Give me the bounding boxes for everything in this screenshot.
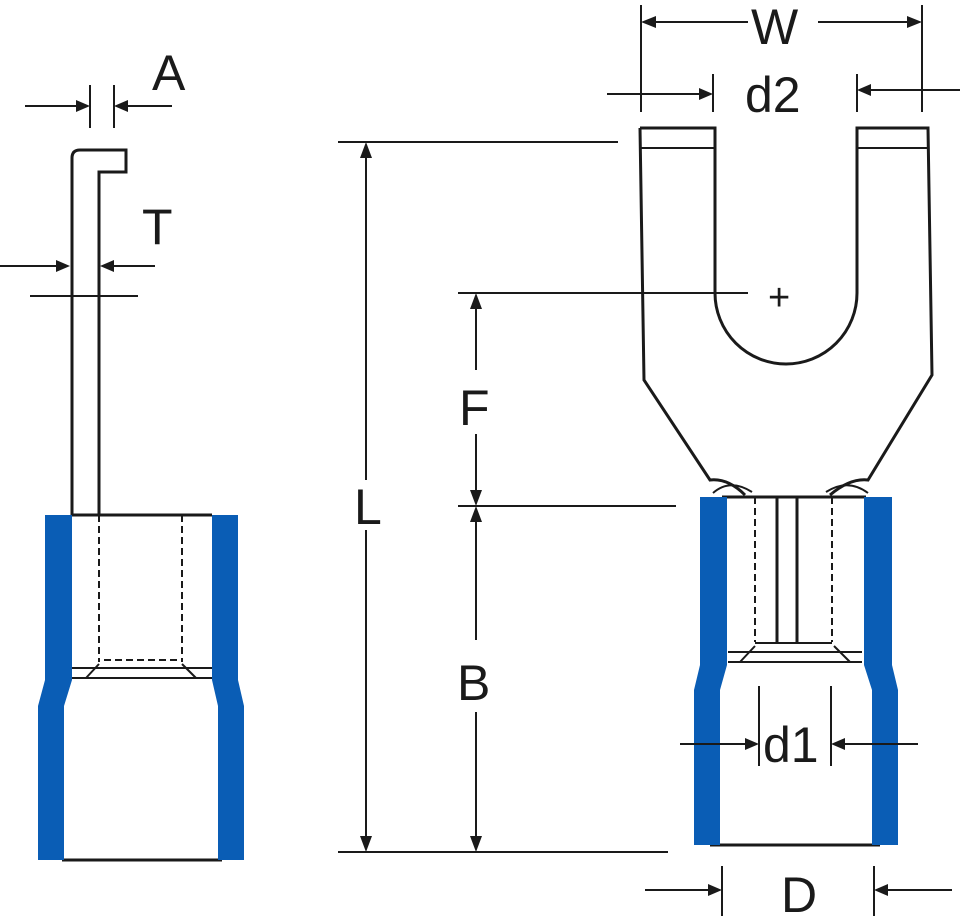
dim-f-arrowhead-bottom	[470, 490, 482, 506]
dim-b-arrowhead-top	[470, 506, 482, 522]
dim-a-label: A	[152, 45, 186, 101]
dim-d2-arrowhead-right	[857, 84, 871, 96]
dim-d-label: D	[781, 867, 817, 916]
dim-t-arrowhead-right	[100, 260, 114, 272]
dim-d1-arrowhead-left	[745, 738, 759, 750]
dim-d1-arrowhead-right	[831, 738, 845, 750]
dim-f-arrowhead-top	[470, 293, 482, 309]
side-barrel-chamfer-right	[181, 663, 197, 679]
side-tongue-outline	[70, 148, 128, 515]
dim-a-arrowhead-right	[114, 100, 128, 112]
dim-d-arrowhead-right	[874, 884, 888, 896]
fork-neck-left	[712, 484, 753, 494]
barrel-floor-front	[728, 642, 862, 663]
fork-neck-right	[825, 484, 869, 494]
dim-d2-arrowhead-left	[699, 88, 713, 100]
dim-t-arrowhead-left	[56, 260, 70, 272]
side-insulation-right	[212, 515, 244, 860]
dim-l-label: L	[354, 479, 382, 535]
dim-w-arrowhead-left	[641, 16, 656, 28]
dim-f-label: F	[459, 380, 490, 436]
side-barrel-chamfer-left	[85, 663, 100, 679]
front-insulation-left	[694, 497, 727, 845]
fork-outline	[638, 126, 934, 497]
dim-l-arrowhead-top	[360, 142, 372, 158]
dim-l-arrowhead-bottom	[360, 836, 372, 852]
hole-center-mark: +	[768, 277, 790, 319]
barrel-seam	[775, 497, 799, 642]
dim-w-label: W	[751, 0, 799, 55]
side-view: A T	[0, 45, 244, 862]
side-insulation-left	[38, 515, 72, 860]
front-insulation-right	[864, 497, 898, 845]
dim-b-arrowhead-bottom	[470, 836, 482, 852]
dim-t-label: T	[142, 199, 173, 255]
dim-d-arrowhead-left	[708, 884, 722, 896]
dim-a-arrowhead-left	[76, 100, 90, 112]
dim-w-arrowhead-right	[907, 16, 922, 28]
dim-d2-label: d2	[745, 67, 801, 123]
dim-b-label: B	[457, 655, 490, 711]
front-view: + W d2 L	[338, 0, 960, 916]
dim-d1-label: d1	[763, 717, 819, 773]
